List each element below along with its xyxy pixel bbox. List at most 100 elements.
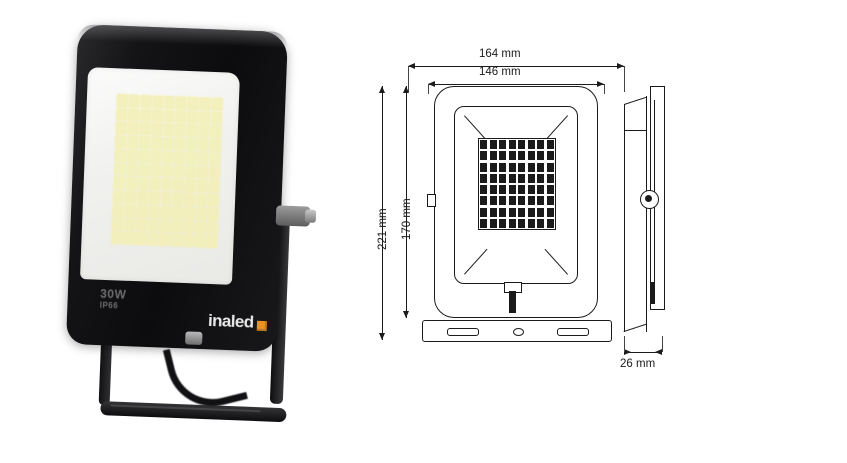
led-chip — [183, 206, 195, 220]
led-chip — [115, 121, 127, 135]
led-chip — [207, 193, 220, 207]
led-chip — [211, 97, 223, 111]
led-cell — [508, 173, 516, 183]
led-chip — [111, 217, 124, 231]
led-chip — [137, 177, 149, 191]
led-cell — [480, 218, 488, 228]
front-view-body — [427, 86, 598, 318]
led-chip — [209, 138, 222, 152]
led-chip — [207, 207, 219, 221]
led-chip — [159, 219, 171, 233]
led-cell — [480, 162, 488, 172]
led-chip — [116, 94, 128, 108]
led-cell — [546, 218, 554, 228]
led-cell — [508, 207, 516, 217]
led-chip — [161, 150, 174, 164]
led-cell — [499, 151, 507, 161]
led-cell — [499, 140, 507, 150]
led-chip — [195, 206, 207, 221]
led-chip — [135, 204, 148, 218]
led-chip — [125, 176, 137, 190]
led-chip — [208, 166, 221, 180]
led-chip — [182, 233, 194, 248]
side-view-body — [618, 86, 676, 340]
led-chip — [138, 149, 150, 163]
led-chip — [123, 217, 135, 232]
base-slot-left — [447, 328, 479, 336]
led-cell — [518, 218, 526, 228]
led-chip — [127, 121, 139, 136]
led-cell — [489, 173, 497, 183]
dim-arrow-26-left — [624, 348, 631, 355]
led-cell — [527, 173, 535, 183]
led-cell — [518, 207, 526, 217]
mounting-arm-outline — [623, 96, 651, 332]
led-chip — [206, 234, 218, 248]
dim-arrow-26-right — [655, 348, 662, 355]
led-cell — [537, 140, 545, 150]
led-chip — [159, 205, 172, 219]
led-cell — [499, 185, 507, 195]
led-chip — [175, 110, 187, 124]
led-cell — [480, 173, 488, 183]
led-chip — [173, 151, 186, 165]
led-chip — [135, 218, 147, 232]
led-chip — [123, 231, 135, 245]
dim-line-146 — [428, 84, 604, 85]
led-chip — [173, 164, 185, 179]
led-chip — [149, 150, 162, 164]
led-chip — [199, 97, 211, 111]
led-cell — [480, 196, 488, 206]
mounting-knob — [275, 205, 311, 227]
brand-logo: inaled — [208, 311, 267, 333]
led-chip — [172, 178, 185, 192]
dim-label-26: 26 mm — [620, 358, 656, 370]
led-chip — [187, 96, 200, 110]
led-cell — [537, 207, 545, 217]
side-view-drawing: 26 mm — [600, 24, 710, 384]
wattage-label: 30W — [99, 286, 127, 302]
dim-arrow-146-left — [428, 80, 435, 87]
led-cell — [508, 151, 516, 161]
led-cell — [537, 185, 545, 195]
bevel-line-bl — [464, 248, 488, 275]
led-cell — [537, 173, 545, 183]
led-chip — [210, 125, 222, 139]
ext-line-146-right — [604, 84, 605, 94]
led-cell — [546, 162, 554, 172]
arm-cross-line — [624, 130, 647, 132]
led-chip — [158, 233, 171, 247]
led-chip — [148, 191, 160, 205]
dim-label-221: 221 mm — [377, 208, 389, 250]
led-chip — [198, 124, 210, 138]
led-chip — [185, 165, 197, 179]
arm-edge-left — [624, 104, 626, 332]
ext-line-164-right — [624, 66, 625, 92]
power-cable — [162, 331, 248, 416]
led-chip — [194, 234, 206, 248]
led-chip — [209, 152, 221, 166]
dim-label-170: 170 mm — [401, 198, 413, 240]
cable-outline — [509, 291, 516, 313]
led-cell — [537, 162, 545, 172]
pivot-knob-outline — [640, 190, 659, 209]
led-chip — [114, 135, 127, 149]
brand-name: inaled — [207, 310, 254, 332]
led-chip — [137, 163, 149, 177]
led-chip — [170, 233, 182, 247]
led-chip — [184, 179, 196, 193]
led-cell — [508, 140, 516, 150]
led-chip — [163, 95, 176, 109]
led-cell — [518, 151, 526, 161]
dim-line-221 — [382, 86, 383, 340]
led-cell — [489, 196, 497, 206]
led-chip — [111, 231, 123, 245]
led-cell — [546, 173, 554, 183]
led-chip — [151, 109, 163, 123]
led-chip — [174, 123, 187, 137]
led-cell — [546, 140, 554, 150]
dim-line-170 — [406, 86, 407, 318]
side-cable-outline — [651, 282, 655, 304]
led-cell — [546, 151, 554, 161]
led-chip — [208, 179, 220, 194]
